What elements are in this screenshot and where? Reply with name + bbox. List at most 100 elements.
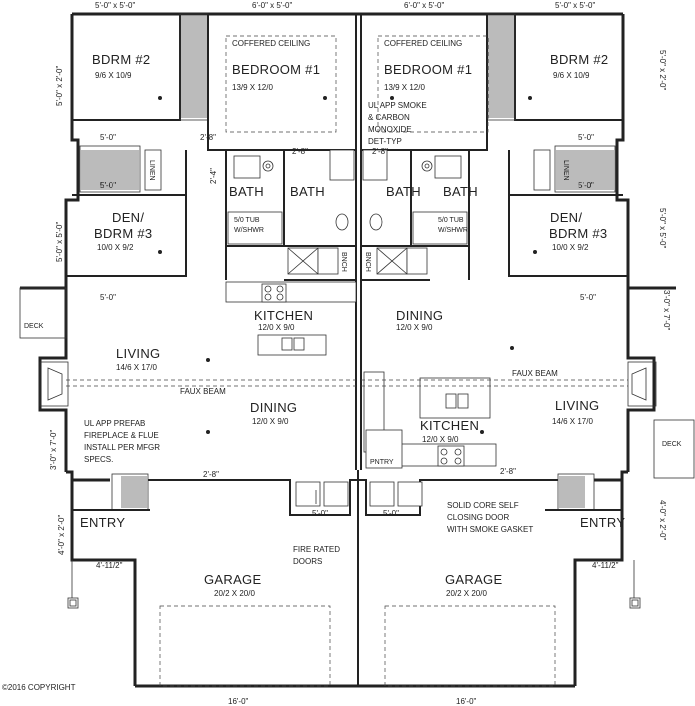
bedroom1-left-label: BEDROOM #1 xyxy=(232,62,320,77)
living-right-label: LIVING xyxy=(555,398,599,413)
den-left-label-2: BDRM #3 xyxy=(94,226,152,241)
bedroom1-left-size: 13/9 X 12/0 xyxy=(232,83,273,92)
fireplace-note-3: INSTALL PER MFGR xyxy=(84,443,160,452)
dim-right-bath-door: 2'-8" xyxy=(372,147,388,156)
bdrm2-right-label: BDRM #2 xyxy=(550,52,608,67)
fire-doors-note-2: DOORS xyxy=(293,557,322,566)
fireplace-icon xyxy=(39,361,657,407)
den-right-size: 10/0 X 9/2 xyxy=(552,243,589,252)
smoke-note-1: UL APP SMOKE xyxy=(368,101,427,110)
dim-left-closet: 5'-0" xyxy=(100,133,116,142)
dim-left-den: 5'-0" xyxy=(100,181,116,190)
dim-right-bottom: 16'-0" xyxy=(456,697,477,706)
dim-right-closet-door: 5'-0" xyxy=(383,509,399,518)
side-dim-left-top: 5'-0" x 2'-0" xyxy=(55,66,64,106)
dim-right-living: 5'-0" xyxy=(580,293,596,302)
bench-left: BNCH xyxy=(340,252,347,272)
kitchen-left-label: KITCHEN xyxy=(254,308,313,323)
closet-hatching xyxy=(81,16,614,508)
dim-right-closet: 5'-0" xyxy=(578,133,594,142)
solid-door-note-1: SOLID CORE SELF xyxy=(447,501,519,510)
linen-right: LINEN xyxy=(562,160,569,181)
den-left-size: 10/0 X 9/2 xyxy=(97,243,134,252)
bdrm2-right-size: 9/6 X 10/9 xyxy=(553,71,590,80)
kitchen-left-size: 12/0 X 9/0 xyxy=(258,323,295,332)
faux-beam-right: FAUX BEAM xyxy=(512,369,558,378)
smoke-note-3: MONOXIDE xyxy=(368,125,412,134)
den-left-label-1: DEN/ xyxy=(112,210,144,225)
bath-right-1: BATH xyxy=(386,184,421,199)
dim-right-den: 5'-0" xyxy=(578,181,594,190)
garage-walls xyxy=(67,479,641,687)
entry-right-label: ENTRY xyxy=(580,515,625,530)
decks xyxy=(19,287,695,479)
dining-left-size: 12/0 X 9/0 xyxy=(252,417,289,426)
dim-left-bottom: 16'-0" xyxy=(228,697,249,706)
living-right-size: 14/6 X 17/0 xyxy=(552,417,593,426)
fireplace-note-2: FIREPLACE & FLUE xyxy=(84,431,159,440)
side-dim-right-mid: 5'-0" x 5'-0" xyxy=(658,208,667,248)
dim-left-living: 5'-0" xyxy=(100,293,116,302)
right-unit-walls xyxy=(361,13,628,511)
bedroom1-right-label: BEDROOM #1 xyxy=(384,62,472,77)
top-window-dim-1: 5'-0" x 5'-0" xyxy=(95,1,135,10)
dim-left-entry: 4'-11/2" xyxy=(96,561,123,570)
smoke-note-4: DET-TYP xyxy=(368,137,402,146)
smoke-note-2: & CARBON xyxy=(368,113,410,122)
deck-left: DECK xyxy=(24,323,44,330)
fireplace-note-4: SPECS. xyxy=(84,455,113,464)
coffered-ceiling-right: COFFERED CEILING xyxy=(384,39,462,48)
side-dim-left-entry: 4'-0" x 2'-0" xyxy=(57,515,66,555)
top-window-dim-4: 5'-0" x 5'-0" xyxy=(555,1,595,10)
dim-right-garage-door: 2'-8" xyxy=(500,467,516,476)
fire-doors-note-1: FIRE RATED xyxy=(293,545,340,554)
den-right-label-1: DEN/ xyxy=(550,210,582,225)
side-dim-left-deckwin: 3'-0" x 7'-0" xyxy=(49,430,58,470)
dim-left-bath-door: 2'-8" xyxy=(292,147,308,156)
side-dim-right-entry: 4'-0" x 2'-0" xyxy=(658,500,667,540)
top-window-dim-3: 6'-0" x 5'-0" xyxy=(404,1,444,10)
tub-right-2: W/SHWR xyxy=(438,227,468,234)
bedroom1-right-size: 13/9 X 12/0 xyxy=(384,83,425,92)
den-right-label-2: BDRM #3 xyxy=(549,226,607,241)
entry-left-label: ENTRY xyxy=(80,515,125,530)
bath-left-2: BATH xyxy=(290,184,325,199)
dining-left-label: DINING xyxy=(250,400,297,415)
dim-right-entry: 4'-11/2" xyxy=(592,561,619,570)
garage-left-size: 20/2 X 20/0 xyxy=(214,589,255,598)
tub-left: 5/0 TUB xyxy=(234,217,260,224)
fireplace-note-1: UL APP PREFAB xyxy=(84,419,145,428)
solid-door-note-2: CLOSING DOOR xyxy=(447,513,509,522)
bdrm2-left-size: 9/6 X 10/9 xyxy=(95,71,132,80)
kitchen-right-size: 12/0 X 9/0 xyxy=(422,435,459,444)
living-left-label: LIVING xyxy=(116,346,160,361)
bath-right-2: BATH xyxy=(443,184,478,199)
side-dim-right-top: 5'-0" x 2'-0" xyxy=(658,50,667,90)
tub-left-2: W/SHWR xyxy=(234,227,264,234)
garage-right-size: 20/2 X 20/0 xyxy=(446,589,487,598)
dim-left-closet-door: 5'-0" xyxy=(312,509,328,518)
dim-left-garage-door: 2'-8" xyxy=(203,470,219,479)
light-fixtures xyxy=(158,96,537,434)
linen-left: LINEN xyxy=(148,160,155,181)
side-dim-right-deckwin: 3'-0" x 7'-0" xyxy=(662,290,671,330)
dim-left-bedroom-door: 2'-8" xyxy=(200,133,216,142)
kitchen-right-label: KITCHEN xyxy=(420,418,479,433)
coffered-ceiling-left: COFFERED CEILING xyxy=(232,39,310,48)
bench-right: BNCH xyxy=(364,252,371,272)
dining-right-label: DINING xyxy=(396,308,443,323)
pantry-right: PNTRY xyxy=(370,459,394,466)
garage-right-label: GARAGE xyxy=(445,572,502,587)
copyright-text: ©2016 COPYRIGHT xyxy=(2,683,76,692)
faux-beam-left: FAUX BEAM xyxy=(180,387,226,396)
bdrm2-left-label: BDRM #2 xyxy=(92,52,150,67)
garage-left-label: GARAGE xyxy=(204,572,261,587)
top-window-dim-2: 6'-0" x 5'-0" xyxy=(252,1,292,10)
dining-right-size: 12/0 X 9/0 xyxy=(396,323,433,332)
solid-door-note-3: WITH SMOKE GASKET xyxy=(447,525,533,534)
dim-left-pass: 2'-4" xyxy=(209,168,218,184)
deck-right: DECK xyxy=(662,441,682,448)
side-dim-left-mid: 5'-0" x 5'-0" xyxy=(55,222,64,262)
bath-left-1: BATH xyxy=(229,184,264,199)
